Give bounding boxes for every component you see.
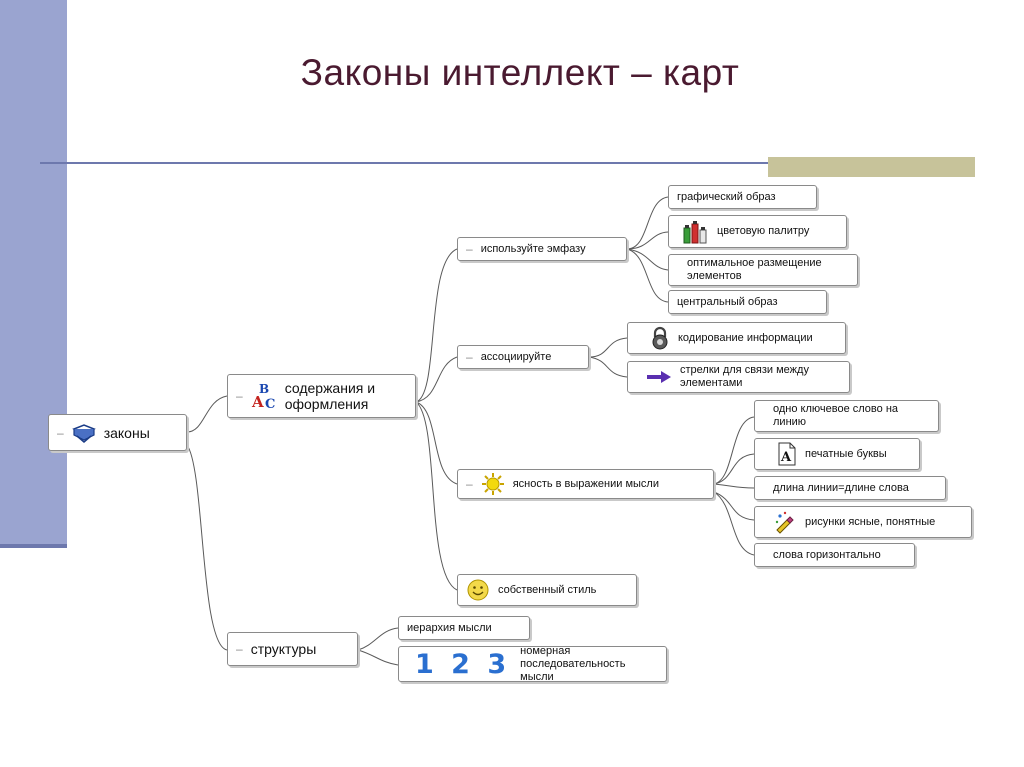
- node-label: рисунки ясные, понятные: [805, 515, 936, 528]
- collapse-icon[interactable]: –: [466, 476, 473, 491]
- connector: [357, 649, 399, 666]
- node-link-arrows[interactable]: стрелки для связи между элементами: [627, 361, 850, 393]
- left-accent-bar-shadow: [0, 544, 67, 548]
- letter-a-icon: A: [778, 442, 796, 466]
- connector: [415, 248, 458, 403]
- left-accent-bar: [0, 0, 67, 548]
- node-label: законы: [103, 424, 150, 441]
- abc-letters-icon: B A C: [251, 382, 275, 411]
- node-root[interactable]: – законы: [48, 414, 187, 451]
- connector: [713, 416, 755, 485]
- node-label: иерархия мысли: [407, 621, 492, 634]
- paint-bottles-icon: [683, 220, 707, 243]
- title-divider: [40, 162, 975, 164]
- node-label: центральный образ: [677, 295, 778, 308]
- node-label: ясность в выражении мысли: [512, 477, 659, 490]
- node-color-palette[interactable]: цветовую палитру: [668, 215, 847, 248]
- connector: [186, 444, 228, 651]
- svg-text:B: B: [259, 382, 269, 396]
- node-optimal-placement[interactable]: оптимальное размещение элементов: [668, 254, 858, 286]
- collapse-icon[interactable]: –: [236, 642, 243, 656]
- connector: [713, 483, 755, 489]
- connector: [713, 491, 755, 521]
- node-emphasis[interactable]: – используйте эмфазу: [457, 237, 627, 261]
- book-icon: [71, 423, 96, 443]
- collapse-icon[interactable]: –: [466, 241, 473, 256]
- connector: [713, 491, 755, 556]
- node-label: оптимальное размещение элементов: [687, 257, 822, 282]
- slide-title: Законы интеллект – карт: [300, 52, 740, 93]
- connector: [626, 231, 669, 250]
- connector: [415, 401, 458, 485]
- node-label: цветовую палитру: [717, 225, 810, 237]
- node-associate[interactable]: – ассоциируйте: [457, 345, 589, 369]
- padlock-icon: [652, 326, 668, 350]
- node-label: одно ключевое слово на линию: [773, 403, 899, 428]
- node-label: ассоциируйте: [480, 350, 552, 363]
- node-info-coding[interactable]: кодирование информации: [627, 322, 846, 354]
- connector: [626, 248, 669, 303]
- node-content-design[interactable]: – B A C содержания и оформления: [227, 374, 416, 418]
- node-clarity[interactable]: – ясность в выражении мысли: [457, 469, 714, 499]
- svg-text:C: C: [265, 397, 275, 411]
- node-label: структуры: [250, 641, 317, 657]
- node-label: слова горизонтально: [773, 548, 881, 561]
- node-print-letters[interactable]: A печатные буквы: [754, 438, 920, 470]
- node-line-length[interactable]: длина линии=длине слова: [754, 476, 946, 500]
- collapse-icon[interactable]: –: [57, 425, 64, 440]
- node-label: собственный стиль: [498, 583, 597, 596]
- connector: [588, 337, 628, 358]
- sun-icon: [481, 473, 504, 495]
- node-one-keyword[interactable]: одно ключевое слово на линию: [754, 400, 939, 432]
- connector: [713, 453, 755, 485]
- node-structure[interactable]: – структуры: [227, 632, 358, 666]
- connector: [588, 356, 628, 378]
- node-label: длина линии=длине слова: [773, 481, 909, 494]
- node-label: печатные буквы: [805, 447, 887, 460]
- node-label: содержания и оформления: [284, 380, 376, 412]
- node-label: номерная последовательность мысли: [520, 644, 626, 683]
- arrow-icon: [647, 371, 671, 383]
- connector: [626, 248, 669, 271]
- node-words-horizontal[interactable]: слова горизонтально: [754, 543, 915, 567]
- connector: [186, 395, 228, 433]
- svg-text:A: A: [780, 450, 792, 465]
- node-label: кодирование информации: [678, 331, 813, 344]
- numbers-123-icon: 1 2 3: [415, 648, 511, 680]
- svg-text:A: A: [251, 393, 264, 411]
- node-label: стрелки для связи между элементами: [680, 364, 809, 389]
- collapse-icon[interactable]: –: [466, 349, 473, 364]
- collapse-icon[interactable]: –: [236, 389, 243, 403]
- connector: [415, 401, 458, 591]
- node-thought-hierarchy[interactable]: иерархия мысли: [398, 616, 530, 640]
- node-graphic-image[interactable]: графический образ: [668, 185, 817, 209]
- connector: [415, 356, 458, 403]
- connector: [626, 196, 669, 250]
- pencil-sparkle-icon: [775, 511, 794, 534]
- node-own-style[interactable]: собственный стиль: [457, 574, 637, 606]
- title-divider-accent: [768, 157, 975, 177]
- node-central-image[interactable]: центральный образ: [668, 290, 827, 314]
- node-numbered-sequence[interactable]: 1 2 3 номерная последовательность мысли: [398, 644, 667, 683]
- smiley-icon: [467, 579, 489, 601]
- node-clear-pictures[interactable]: рисунки ясные, понятные: [754, 506, 972, 538]
- connector: [357, 627, 399, 651]
- node-label: используйте эмфазу: [480, 242, 586, 255]
- node-label: графический образ: [677, 190, 776, 203]
